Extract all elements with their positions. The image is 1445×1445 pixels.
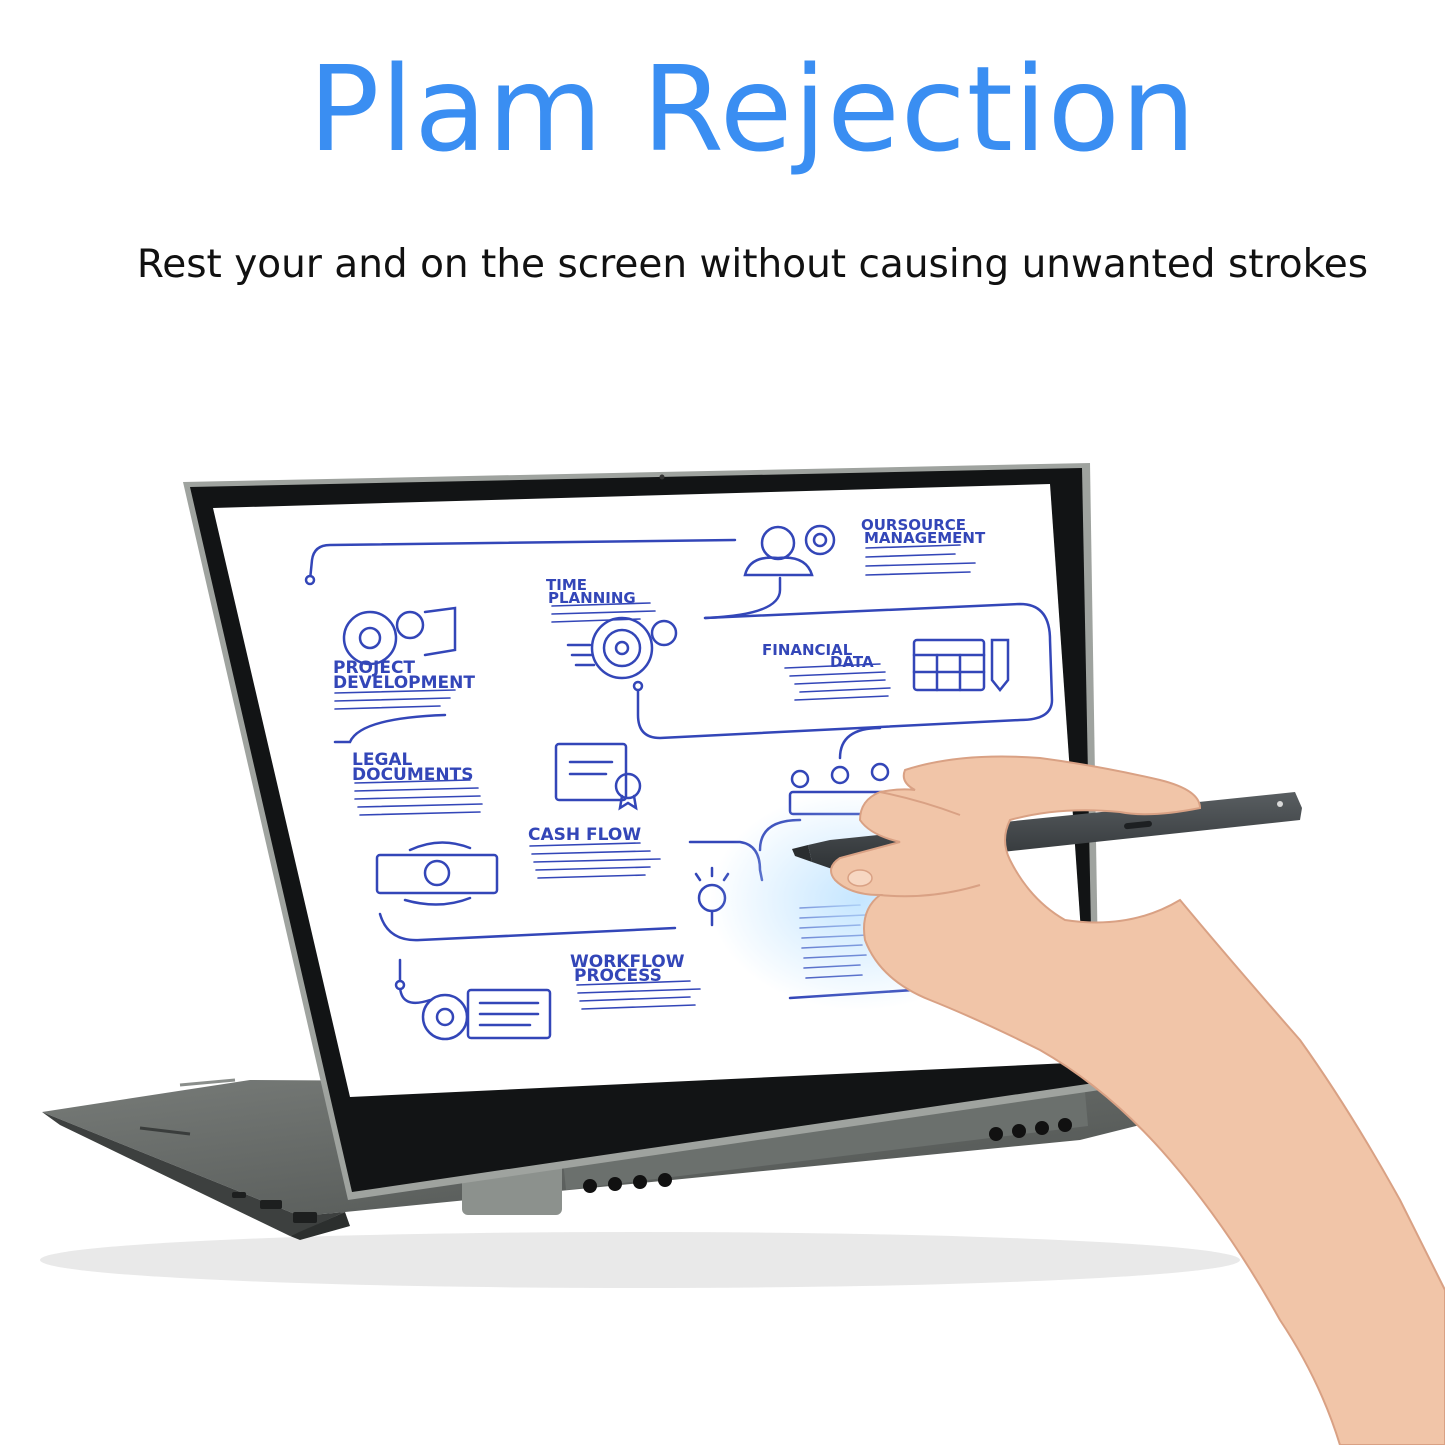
calculator-icon [912,638,1010,693]
financial-title-line2: DATA [830,653,874,671]
manager-icon [743,524,836,577]
floor-shadow [40,1232,1240,1288]
tagline: Rest your and on the screen without caus… [136,242,1369,287]
project-title-line1: PROJECT [333,658,415,678]
legal-title-line1: LEGAL [352,750,413,770]
hinge-bar [562,1092,1088,1193]
money-icon [375,841,499,906]
time-title-line2: PLANNING [548,589,636,607]
outsource-title-line2: MANAGEMENT [864,529,986,547]
document-icon [421,988,552,1041]
usb-c-port [1124,820,1152,830]
workflow-title-line2: PROCESS [574,966,662,986]
financial-title-line1: FINANCIAL [762,641,853,659]
gear-icon [342,606,457,666]
legal-title-line2: DOCUMENTS [352,765,473,785]
usb-c-port [232,1192,246,1198]
infographic-headings: OURSOURCE MANAGEMENT TIME PLANNING PROJE… [333,516,986,986]
headline: Plam Rejection [308,40,1197,178]
usb-a-port [260,1200,282,1209]
project-title-line2: DEVELOPMENT [333,673,475,693]
hdmi-port [293,1212,317,1223]
workflow-title-line1: WORKFLOW [570,952,685,972]
target-icon [566,616,678,680]
certificate-icon [554,742,642,811]
outsource-title-line1: OURSOURCE [861,516,966,534]
cash-flow-title: CASH FLOW [528,825,641,845]
webcam-icon [659,474,665,480]
time-title-line1: TIME [546,576,587,594]
hand-holding-stylus [830,755,1445,1445]
